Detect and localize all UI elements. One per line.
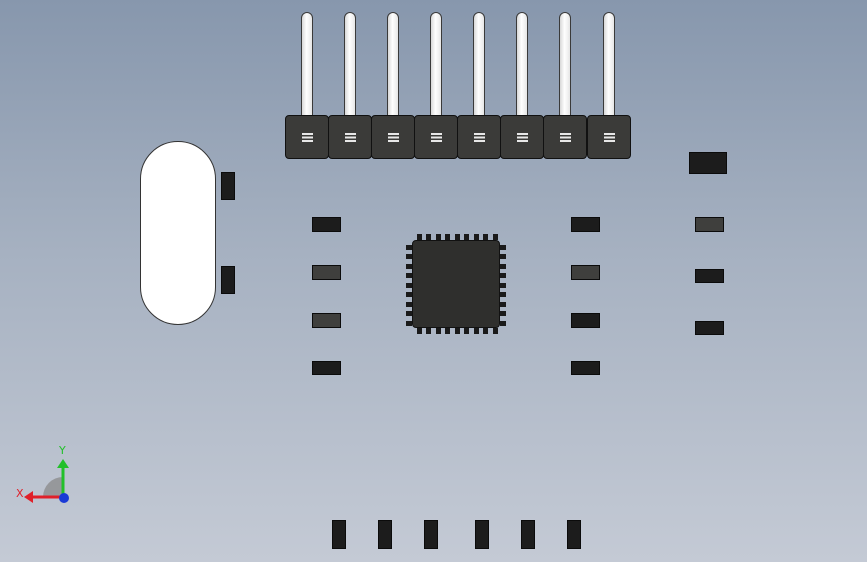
chip-pin [406, 244, 412, 250]
chip-pin [500, 301, 506, 307]
chip-pin [406, 273, 412, 278]
chip-pin [500, 263, 506, 269]
smd-pad-right-4[interactable] [571, 361, 600, 375]
chip-pin [435, 328, 441, 334]
header-pin[interactable] [500, 12, 544, 159]
chip-pin [406, 311, 412, 316]
smd-pad-left-2[interactable] [312, 265, 341, 280]
smd-pad-far-right-3[interactable] [695, 321, 724, 335]
header-pin[interactable] [457, 12, 501, 159]
x-axis-label: X [16, 487, 24, 500]
chip-pin [406, 320, 412, 326]
chip-pin [454, 328, 460, 334]
smd-pad-far-right-1[interactable] [695, 217, 724, 232]
header-pin[interactable] [587, 12, 631, 159]
chip-pin [406, 282, 412, 288]
chip-pin [454, 234, 460, 240]
header-pin[interactable] [414, 12, 458, 159]
chip-pin [435, 234, 441, 240]
coordinate-triad[interactable]: Y X [10, 440, 90, 510]
header-pin[interactable] [328, 12, 372, 159]
header-pin[interactable] [371, 12, 415, 159]
chip-pin [483, 328, 488, 334]
chip-pin [445, 328, 450, 334]
smd-pad-far-right-2[interactable] [695, 269, 724, 283]
smd-pad-bottom-5[interactable] [521, 520, 535, 549]
smd-pad-bottom-2[interactable] [378, 520, 392, 549]
chip-pin [500, 292, 506, 297]
chip-pin [483, 234, 488, 240]
smd-pad-bottom-4[interactable] [475, 520, 489, 549]
smd-pad-left-1[interactable] [312, 217, 341, 232]
x-axis-arrowhead [24, 491, 33, 503]
y-axis-arrowhead [57, 459, 69, 468]
chip-pin [406, 263, 412, 269]
chip-pin [500, 273, 506, 278]
chip-pin [445, 234, 450, 240]
smd-pad-bottom-1[interactable] [332, 520, 346, 549]
smd-pad-left-3[interactable] [312, 313, 341, 328]
chip-pin [500, 244, 506, 250]
header-pin[interactable] [285, 12, 329, 159]
smd-component-far-right[interactable] [689, 152, 727, 174]
z-axis-dot [59, 493, 69, 503]
chip-pin [500, 320, 506, 326]
qfn-microcontroller-chip[interactable] [406, 234, 506, 334]
chip-pin [492, 234, 498, 240]
smd-pad-right-3[interactable] [571, 313, 600, 328]
chip-pin [500, 254, 506, 259]
crystal-pad-bottom[interactable] [221, 266, 235, 294]
y-axis-label: Y [58, 444, 66, 457]
crystal-oscillator[interactable] [140, 141, 216, 325]
smd-pad-bottom-3[interactable] [424, 520, 438, 549]
chip-pin [473, 234, 479, 240]
smd-pad-right-1[interactable] [571, 217, 600, 232]
triad-plane-sector [43, 477, 63, 497]
chip-pin [406, 254, 412, 259]
chip-pin [500, 311, 506, 316]
chip-pin [500, 282, 506, 288]
smd-pad-left-4[interactable] [312, 361, 341, 375]
chip-pin [406, 292, 412, 297]
chip-pin [426, 328, 431, 334]
chip-pin [406, 301, 412, 307]
smd-pad-right-2[interactable] [571, 265, 600, 280]
chip-pin [492, 328, 498, 334]
chip-pin [426, 234, 431, 240]
crystal-pad-top[interactable] [221, 172, 235, 200]
chip-pin [464, 234, 469, 240]
chip-pin [473, 328, 479, 334]
chip-pin [416, 328, 422, 334]
chip-pin [464, 328, 469, 334]
smd-pad-bottom-6[interactable] [567, 520, 581, 549]
header-pin[interactable] [543, 12, 587, 159]
chip-pin [416, 234, 422, 240]
